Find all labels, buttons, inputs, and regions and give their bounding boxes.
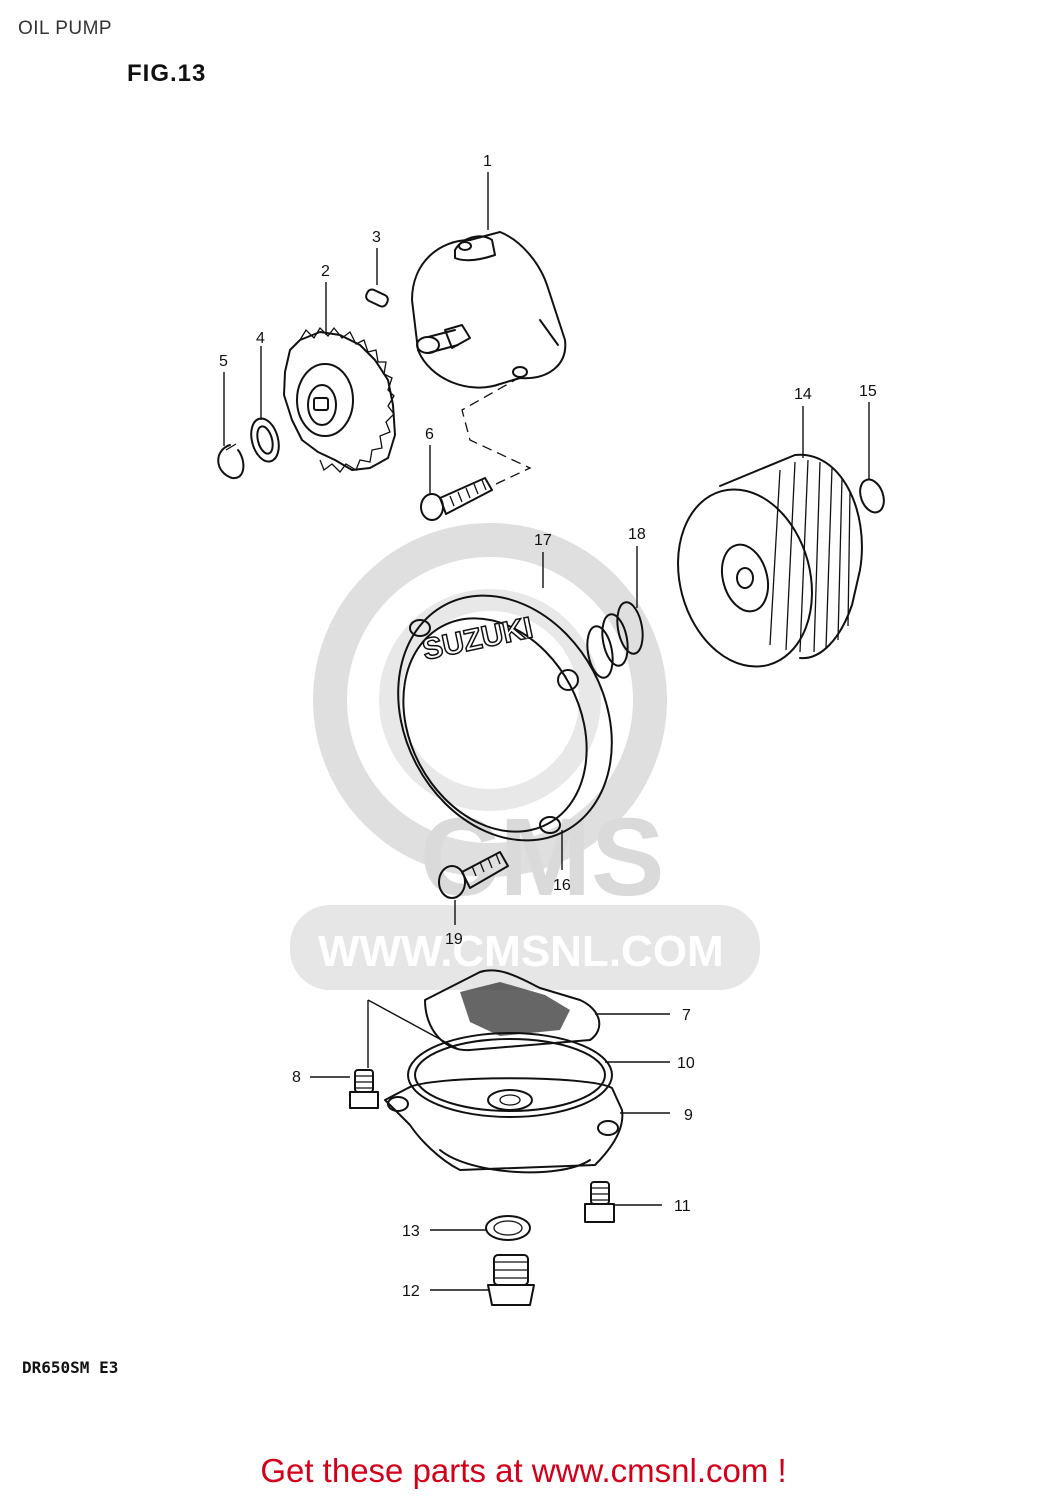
oil-filter-part (677, 453, 863, 668)
page-title: OIL PUMP (18, 18, 113, 39)
gasket-part (424, 969, 601, 1052)
watermark-url: WWW.CMSNL.COM (318, 927, 724, 976)
pin-part (365, 288, 389, 308)
callout-2: 2 (321, 263, 330, 280)
washer-part (250, 417, 280, 463)
callout-1: 1 (483, 153, 492, 170)
callout-numbers: 1 2 3 4 5 6 7 8 9 10 11 12 13 14 15 16 1… (219, 153, 877, 1300)
sump-bolt-right-part (584, 1181, 615, 1223)
callout-8: 8 (292, 1069, 301, 1086)
bolt-part (438, 851, 509, 899)
sump-bolt-left-part (349, 1069, 379, 1109)
spring-part (586, 601, 644, 679)
o-ring-small-part (859, 478, 885, 514)
callout-14: 14 (794, 386, 812, 403)
model-code: DR650SM E3 (22, 1358, 119, 1377)
figure-title: FIG.13 (127, 60, 207, 87)
screw-part (420, 379, 532, 521)
callout-9: 9 (684, 1107, 693, 1124)
watermark-url-bar (290, 905, 760, 990)
callout-16: 16 (553, 877, 571, 894)
oil-sump-part (384, 1077, 624, 1174)
drain-plug-part (487, 1254, 535, 1306)
callout-12: 12 (402, 1283, 420, 1300)
callout-3: 3 (372, 229, 381, 246)
callout-13: 13 (402, 1223, 420, 1240)
pump-gear-part (283, 326, 396, 473)
callout-11: 11 (674, 1198, 691, 1215)
circlip-part (217, 443, 245, 480)
leader-lines (223, 172, 870, 1291)
callout-19: 19 (445, 931, 463, 948)
callout-4: 4 (256, 330, 265, 347)
pump-body-part (411, 231, 567, 389)
callout-17: 17 (534, 532, 552, 549)
callout-6: 6 (425, 426, 434, 443)
callout-10: 10 (677, 1055, 695, 1072)
callout-18: 18 (628, 526, 646, 543)
get-parts-link[interactable]: Get these parts at www.cmsnl.com ! (260, 1452, 787, 1489)
cms-watermark: CMS WWW.CMSNL.COM (290, 523, 760, 990)
callout-7: 7 (682, 1007, 691, 1024)
drain-washer-part (485, 1215, 531, 1241)
callout-15: 15 (859, 383, 877, 400)
callout-5: 5 (219, 353, 228, 370)
